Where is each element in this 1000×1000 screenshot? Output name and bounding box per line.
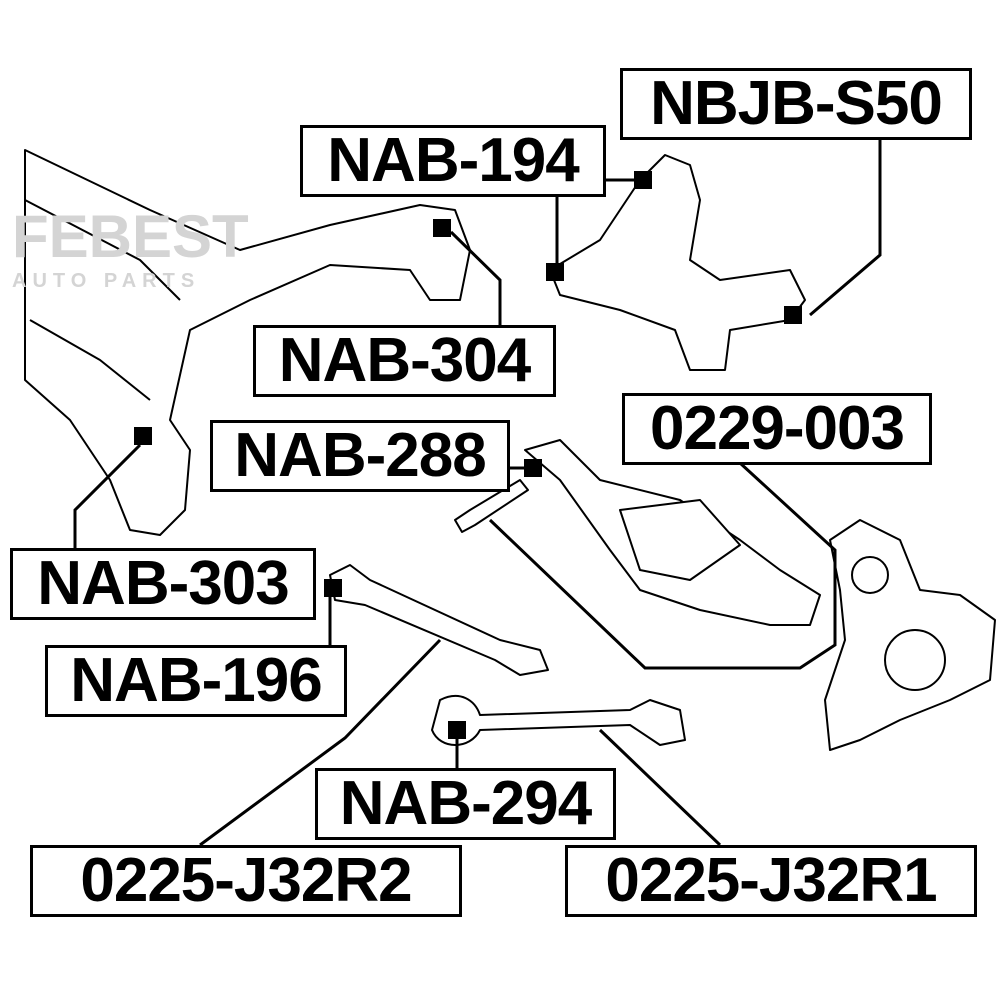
label-nab-194: NAB-194 [300,125,606,197]
label-nbjb-s50: NBJB-S50 [620,68,972,140]
watermark-sub: AUTO PARTS [12,270,201,292]
watermark-brand: FEBEST [12,203,249,270]
label-nab-303: NAB-303 [10,548,316,620]
leader-nab-304 [449,230,502,325]
label-0225-j32r1: 0225-J32R1 [565,845,977,917]
label-nab-304: NAB-304 [253,325,556,397]
label-nab-294: NAB-294 [315,768,616,840]
label-0229-003: 0229-003 [622,393,932,465]
leader-nab-303 [73,443,142,548]
rod [431,695,686,746]
label-nab-196: NAB-196 [45,645,347,717]
upper-arm [549,154,806,371]
toe-bolt [454,479,529,533]
leader-0229-003 [488,461,837,670]
lateral-link [329,564,549,676]
leader-nbjb-s50 [809,140,882,317]
label-0225-j32r2: 0225-J32R2 [30,845,462,917]
watermark: FEBEST AUTO PARTS [12,205,249,293]
leader-0225-j32r2 [199,638,442,847]
label-nab-288: NAB-288 [210,420,510,492]
leader-0225-j32r1 [598,728,722,847]
